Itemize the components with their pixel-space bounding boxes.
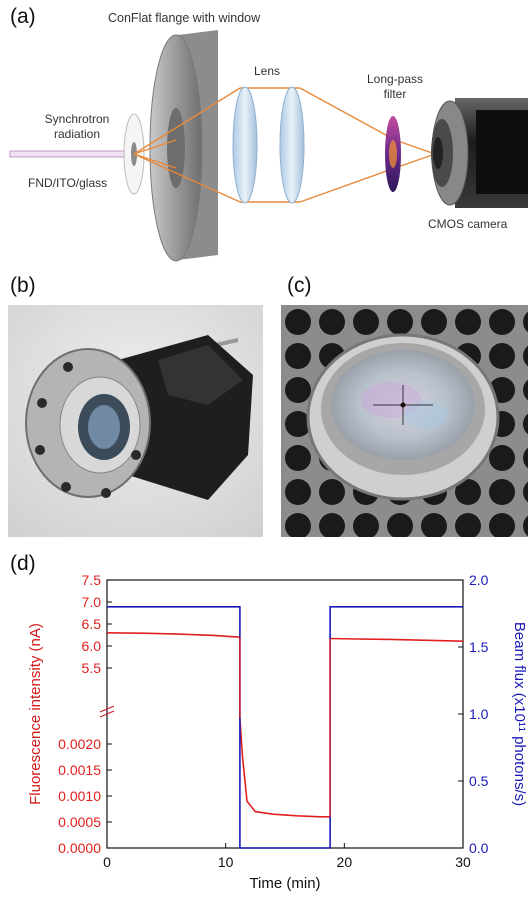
tick-label-left-upper: 7.5 [82,572,102,588]
lens-2 [279,86,305,204]
series-beam-flux [107,606,463,849]
plot-frame [106,579,464,849]
panel-c-label: (c) [287,274,312,297]
label-flange: ConFlat flange with window [108,11,261,25]
tick-label-left-upper: 5.5 [82,660,102,676]
axis-break [99,705,115,718]
tick-label-left-lower: 0.0010 [58,788,101,804]
series-fluorescence-lower [239,717,331,818]
panel-d-label: (d) [10,552,36,575]
tick-label-right: 0.5 [469,773,489,789]
y-axis-left-title: Fluorescence intensity (nA) [27,623,44,805]
tick-label-x: 10 [218,854,234,870]
series-fluorescence-upper [106,632,240,638]
y-axis-right-title: Beam flux (x10¹¹ photons/s) [511,622,528,806]
label-lens: Lens [254,64,281,78]
tick-label-left-lower: 0.0015 [58,762,101,778]
x-axis-title: Time (min) [249,875,320,892]
label-camera: CMOS camera [428,217,508,231]
tick-label-right: 0.0 [469,840,489,856]
tick-label-x: 0 [103,854,111,870]
photo-window-on-mesh [281,305,528,537]
tick-label-x: 20 [337,854,353,870]
tick-label-left-lower: 0.0020 [58,736,101,752]
tick-label-x: 30 [455,854,471,870]
tick-label-right: 1.0 [469,706,489,722]
label-sample: FND/ITO/glass [28,176,108,190]
tick-label-right: 2.0 [469,572,489,588]
label-filter: Long-pass filter [366,72,424,101]
tick-label-left-upper: 6.0 [82,638,102,654]
photo-flange-assembly [8,305,263,537]
panel-b-label: (b) [10,274,36,297]
tick-label-right: 1.5 [469,639,489,655]
tick-label-left-lower: 0.0000 [58,840,101,856]
tick-label-left-lower: 0.0005 [58,814,101,830]
tick-label-left-upper: 6.5 [82,616,102,632]
optical-setup-diagram [9,30,528,262]
panel-a-label: (a) [10,5,36,28]
lens-1 [232,86,258,204]
series-fluorescence-upper [330,637,464,642]
synchrotron-beam [9,150,133,158]
fluorescence-flux-chart: 5.56.06.57.07.5 0.00000.00050.00100.0015… [27,572,528,892]
label-synchrotron-radiation: Synchrotron radiation [44,112,110,141]
tick-label-left-upper: 7.0 [82,594,102,610]
light-rays [133,87,436,203]
